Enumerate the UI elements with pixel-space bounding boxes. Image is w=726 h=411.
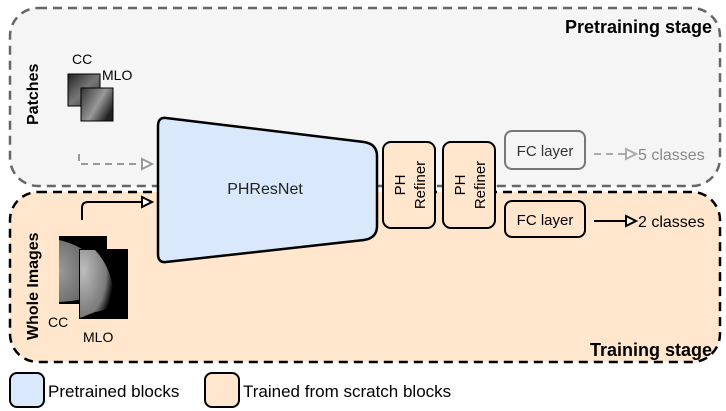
ph-refiner-1-block: PH Refiner xyxy=(382,141,436,229)
legend-label-scratch: Trained from scratch blocks xyxy=(243,382,451,401)
training-input-arrow xyxy=(81,195,155,220)
pretraining-stage-title: Pretraining stage xyxy=(565,17,712,37)
patch-cc-label: CC xyxy=(72,51,92,67)
legend-swatch-scratch xyxy=(204,372,240,408)
legend-label-pretrained: Pretrained blocks xyxy=(48,382,179,401)
ph-refiner-1-line1: PH xyxy=(392,175,409,196)
pretraining-input-arrow xyxy=(78,154,155,171)
whole-mlo-label: MLO xyxy=(83,329,113,345)
pretraining-output-label: 5 classes xyxy=(638,147,705,164)
ph-refiner-2-line1: PH xyxy=(452,175,469,196)
patch-mlo-image xyxy=(80,87,114,122)
patches-label: Patches xyxy=(25,64,42,125)
whole-images-label: Whole Images xyxy=(25,232,42,340)
legend-swatch-pretrained xyxy=(9,372,45,408)
whole-images: CC MLO xyxy=(48,236,128,345)
ph-refiner-1-line2: Refiner xyxy=(412,161,429,209)
pretraining-output-arrow xyxy=(594,147,639,161)
pretraining-fc-label: FC layer xyxy=(517,143,574,160)
phresnet-label: PHResNet xyxy=(227,181,303,198)
pretraining-fc-block: FC layer xyxy=(504,130,586,170)
legend: Pretrained blocks Trained from scratch b… xyxy=(9,372,451,408)
training-output-label: 2 classes xyxy=(638,214,705,231)
patch-mlo-label: MLO xyxy=(102,67,132,83)
ph-refiner-2-line2: Refiner xyxy=(472,161,489,209)
training-stage-title: Training stage xyxy=(590,340,712,360)
phresnet-block: PHResNet xyxy=(156,116,379,264)
whole-cc-label: CC xyxy=(48,314,68,330)
training-fc-block: FC layer xyxy=(504,200,586,238)
patch-images: CC MLO xyxy=(67,51,132,122)
ph-refiner-2-block: PH Refiner xyxy=(442,141,496,229)
training-fc-label: FC layer xyxy=(517,212,574,229)
training-output-arrow xyxy=(594,214,639,228)
